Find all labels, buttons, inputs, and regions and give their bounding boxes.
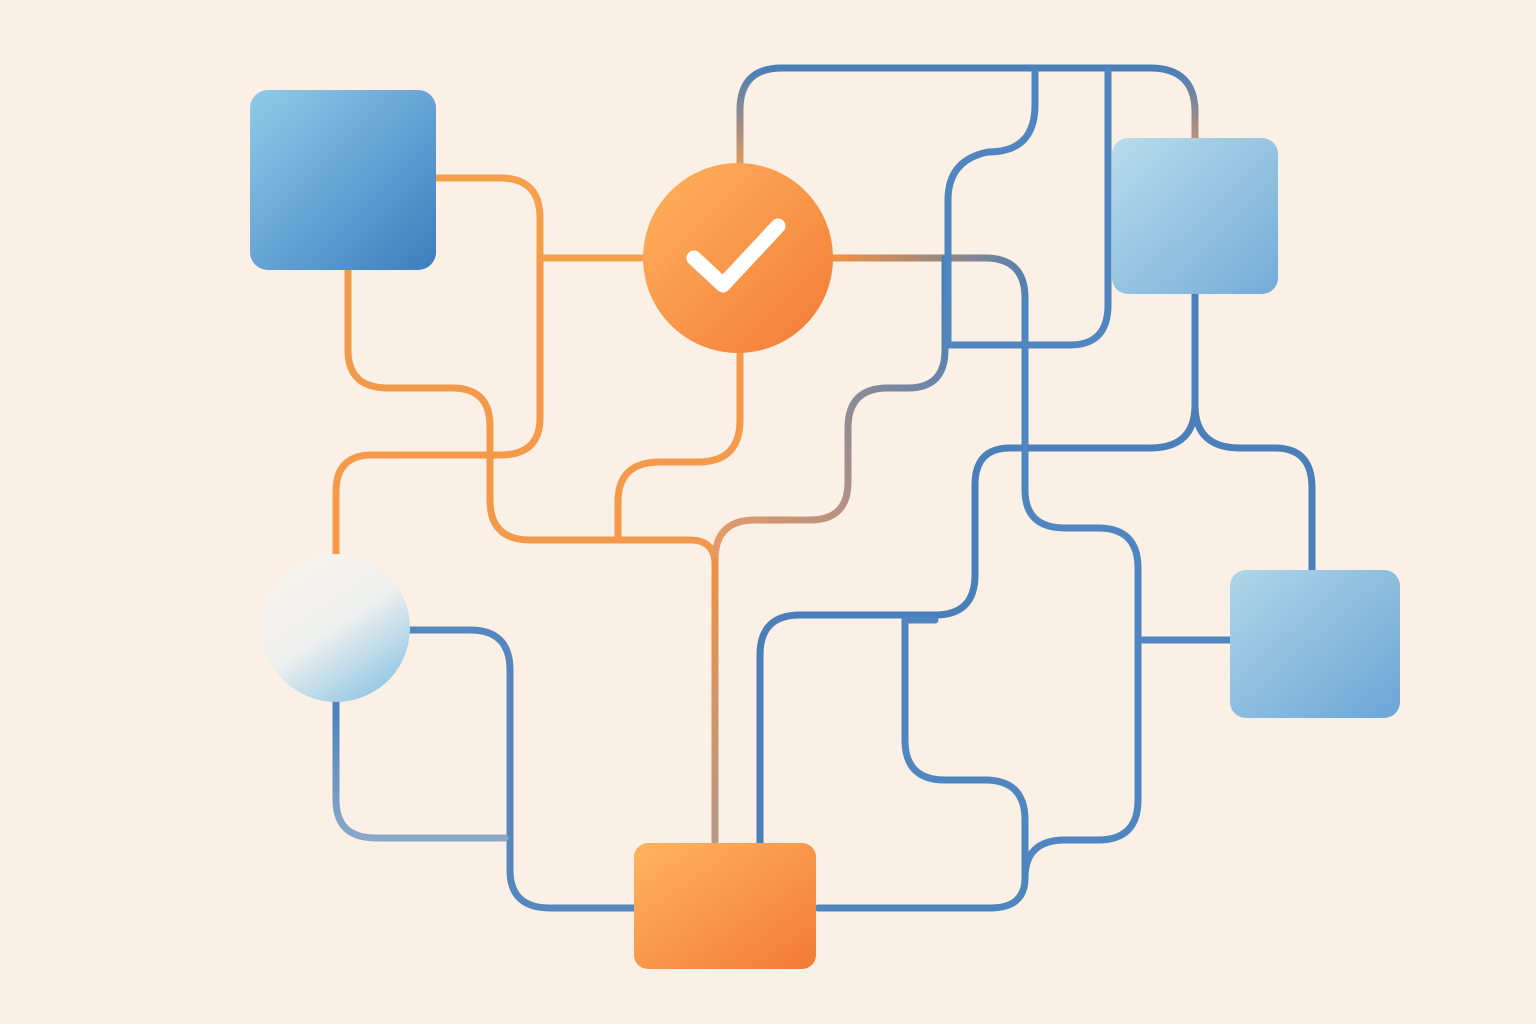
rect-bottom — [634, 843, 816, 969]
wire-check-right-fade — [828, 254, 1029, 344]
wire-center-fade-up — [711, 254, 949, 564]
square-right — [1230, 570, 1400, 718]
blue-wires — [332, 64, 1316, 912]
nodes — [250, 90, 1400, 969]
wire-right-tree-branch — [1191, 401, 1316, 576]
wire-right-tree — [756, 288, 1199, 849]
check-icon — [686, 218, 786, 293]
wire-mid-branch — [332, 254, 544, 560]
wire-top-to-left-branch — [944, 66, 1112, 349]
square-top-right — [1112, 138, 1278, 294]
wire-circle-down — [332, 698, 509, 842]
circle-left — [262, 554, 410, 702]
wire-topleft-down-left — [344, 264, 719, 849]
orange-wires — [332, 174, 1029, 849]
wire-check-down — [614, 348, 744, 544]
wire-middle-loop — [901, 616, 1029, 882]
square-top-left — [250, 90, 436, 270]
wire-circle-right — [406, 626, 640, 912]
wire-top-arch — [736, 64, 1199, 169]
wire-topleft-to-check — [432, 174, 654, 262]
